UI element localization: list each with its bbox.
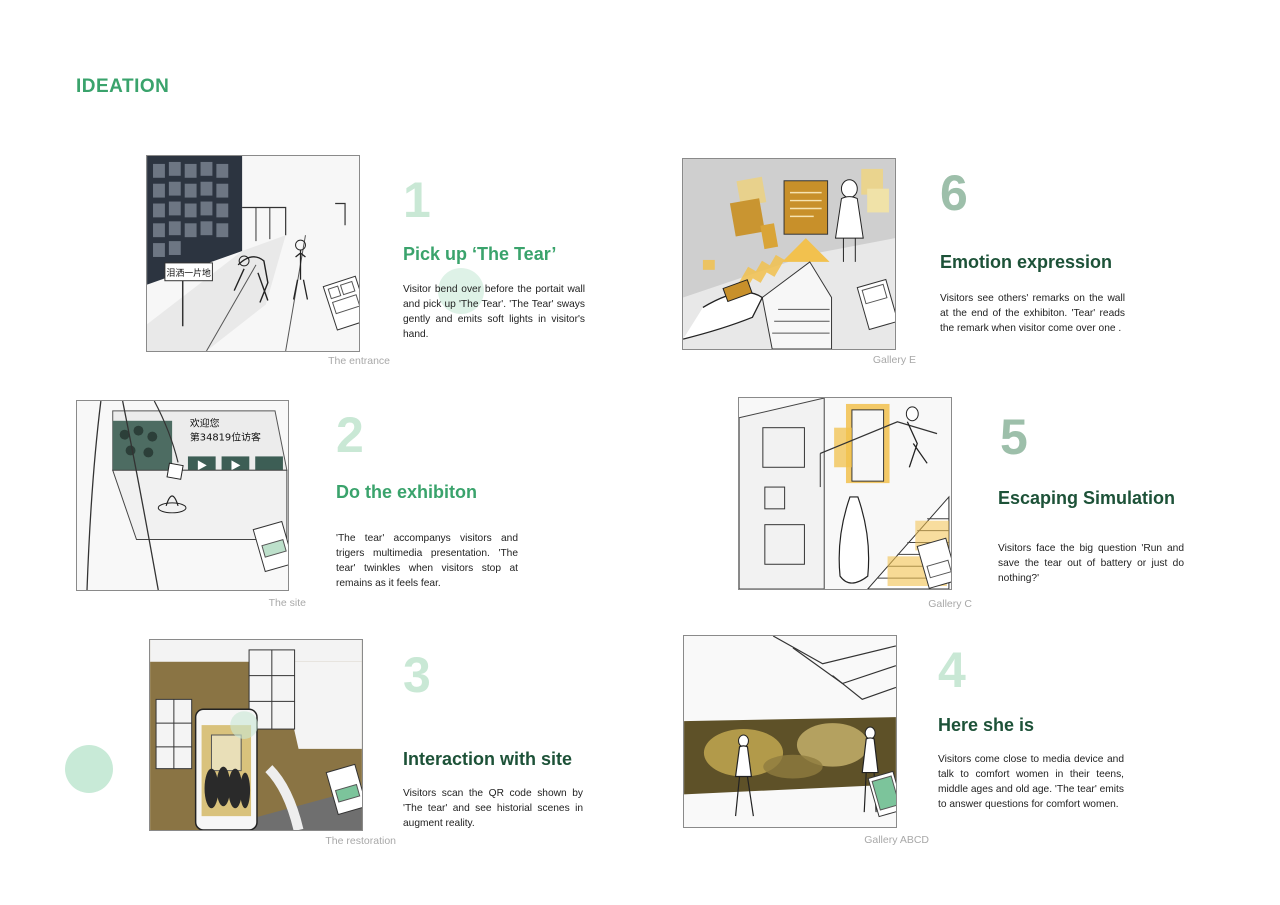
step-title-4: Here she is	[938, 715, 1035, 735]
sketch-entrance: 泪洒一片地	[146, 155, 360, 352]
caption-gallery-abcd: Gallery ABCD	[864, 834, 929, 846]
step-number-2: 2	[336, 407, 364, 463]
restoration-illustration	[150, 640, 362, 830]
caption-entrance: The entrance	[328, 355, 390, 367]
sketch-site: 欢迎您 第34819位访客	[76, 400, 289, 591]
visitor-count-text: 第34819位访客	[190, 431, 261, 444]
step-title-5: Escaping Simulation	[998, 488, 1176, 508]
step-description-4: Visitors come close to media device and …	[938, 754, 1124, 810]
step-number-1: 1	[403, 172, 431, 228]
decorative-circle	[438, 268, 484, 314]
site-illustration: 欢迎您 第34819位访客	[77, 401, 288, 590]
caption-restoration: The restoration	[325, 835, 396, 847]
step-description-1: Visitor bend over before the portait wal…	[403, 284, 585, 340]
step-number-4: 4	[938, 642, 966, 698]
gallery-e-illustration	[683, 159, 895, 349]
step-description-5: Visitors face the big question 'Run and …	[998, 543, 1184, 584]
sketch-gallery-c	[738, 397, 952, 590]
sketch-gallery-e	[682, 158, 896, 350]
caption-gallery-e: Gallery E	[872, 354, 916, 366]
step-description-6: Visitors see others' remarks on the wall…	[940, 293, 1125, 334]
step-title-1: Pick up ‘The Tear’	[403, 244, 557, 264]
step-title-6: Emotion expression	[940, 252, 1113, 272]
sketch-restoration	[149, 639, 363, 831]
page-title: IDEATION	[76, 76, 170, 97]
step-number-6: 6	[940, 165, 968, 221]
caption-gallery-c: Gallery C	[928, 598, 972, 610]
sketch-gallery-abcd	[683, 635, 897, 828]
step-title-3: Interaction with site	[403, 749, 573, 769]
gallery-c-illustration	[739, 398, 951, 589]
step-number-3: 3	[403, 647, 431, 703]
gallery-abcd-illustration	[684, 636, 896, 827]
decorative-circle	[65, 745, 113, 793]
step-title-2: Do the exhibiton	[336, 482, 477, 502]
step-description-2: 'The tear' accompanys visitors and trige…	[336, 533, 518, 589]
entrance-illustration: 泪洒一片地	[147, 156, 359, 351]
step-description-3: Visitors scan the QR code shown by 'The …	[403, 788, 583, 829]
step-number-5: 5	[1000, 409, 1028, 465]
welcome-text: 欢迎您	[190, 417, 220, 430]
entrance-sign-text: 泪洒一片地	[166, 267, 211, 279]
caption-site: The site	[268, 597, 306, 609]
